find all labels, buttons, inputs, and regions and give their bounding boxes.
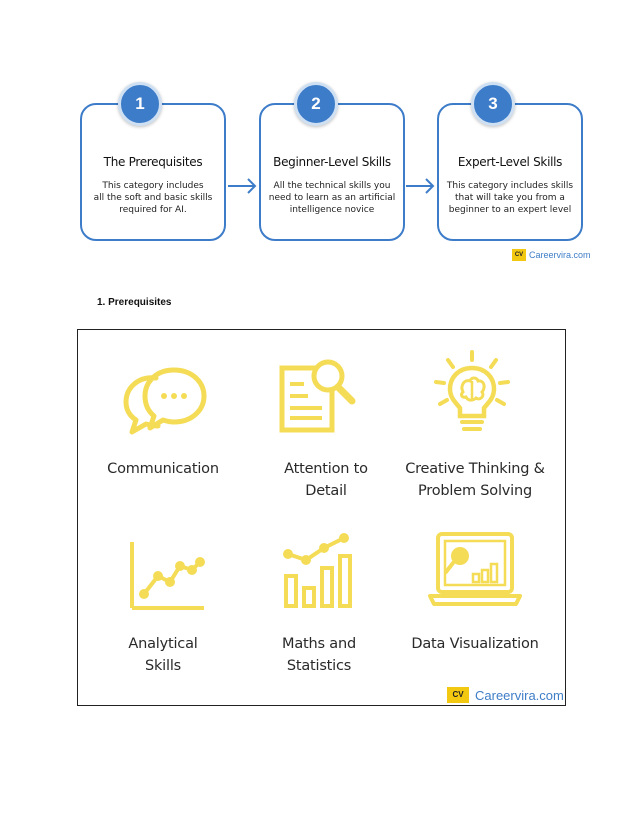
skill-label-attention-to-detail: Attention to Detail [284, 461, 368, 499]
brand-name: Careervira.com [475, 687, 564, 703]
step-card-prerequisites [80, 103, 226, 241]
prerequisite-skills-grid: Communication Attention to Detail Creati… [77, 329, 566, 706]
skills-flow-diagram: 1 The Prerequisites This category includ… [80, 82, 591, 264]
cv-logo-mark: CV [512, 249, 526, 261]
step-card-beginner [259, 103, 405, 241]
laptop-chart-icon [428, 532, 522, 606]
step-description-1: This category includes all the soft and … [93, 181, 213, 215]
lightbulb-brain-icon [434, 350, 510, 431]
bar-line-chart-icon [283, 533, 352, 608]
skill-label-analytical-skills: Analytical Skills [128, 636, 198, 674]
step-badge-1: 1 [118, 82, 162, 126]
speech-bubbles-icon [123, 367, 207, 435]
step-description-2: All the technical skills you need to lea… [268, 181, 396, 215]
skill-label-communication: Communication [107, 461, 219, 477]
step-title-1: The Prerequisites [103, 155, 203, 169]
step-badge-3: 3 [471, 82, 515, 126]
step-title-2: Beginner-Level Skills [273, 155, 391, 169]
step-description-3: This category includes skills that will … [446, 181, 574, 215]
line-chart-icon [130, 542, 205, 610]
careervira-logo: CV Careervira.com [447, 687, 564, 703]
skill-label-data-visualization: Data Visualization [411, 636, 539, 652]
step-title-3: Expert-Level Skills [457, 155, 563, 169]
step-badge-2: 2 [294, 82, 338, 126]
cv-logo-mark: CV [447, 687, 469, 703]
brand-name: Careervira.com [529, 250, 591, 260]
step-card-expert [437, 103, 583, 241]
careervira-logo: CV Careervira.com [512, 248, 591, 262]
arrow-right-icon [406, 178, 435, 194]
arrow-right-icon [228, 178, 257, 194]
skill-label-creative-thinking: Creative Thinking & Problem Solving [405, 461, 545, 499]
skill-label-maths-statistics: Maths and Statistics [282, 636, 356, 674]
document-magnifier-icon [279, 359, 356, 433]
section-heading: 1. Prerequisites [97, 297, 172, 308]
